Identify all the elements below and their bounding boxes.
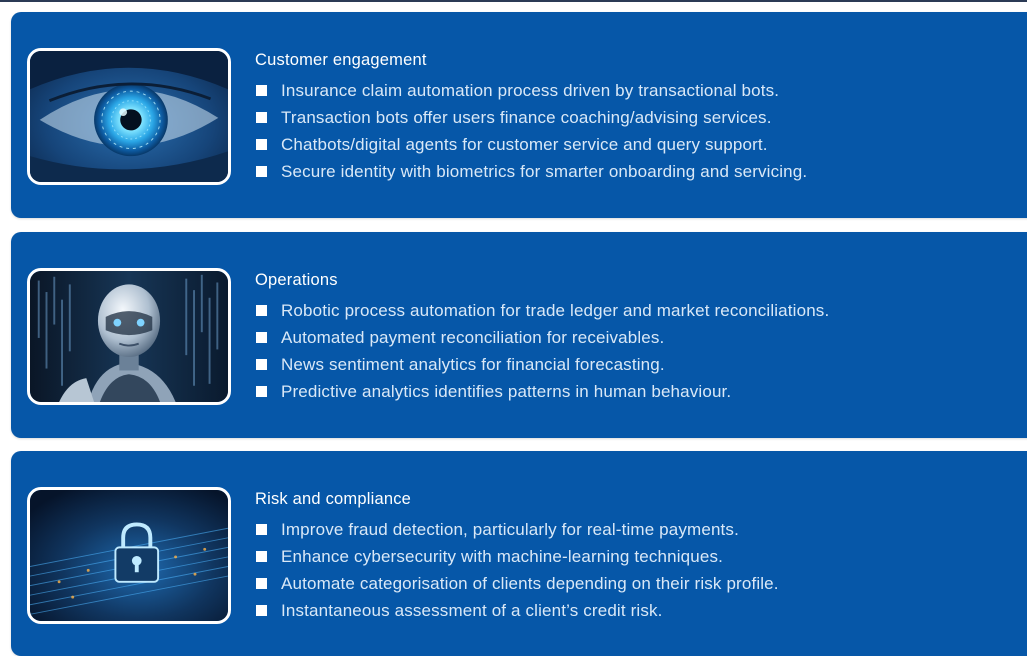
square-bullet-icon <box>256 305 267 316</box>
section-risk-and-compliance: Risk and compliance Improve fraud detect… <box>11 451 1027 656</box>
section-content: Operations Robotic process automation fo… <box>255 271 1027 405</box>
robot-image <box>27 268 231 405</box>
list-item-text: Insurance claim automation process drive… <box>281 81 780 100</box>
list-item-text: Enhance cybersecurity with machine-learn… <box>281 547 723 566</box>
list-item-text: Robotic process automation for trade led… <box>281 301 830 320</box>
list-item: Robotic process automation for trade led… <box>255 297 1027 324</box>
section-operations: Operations Robotic process automation fo… <box>11 232 1027 438</box>
section-content: Customer engagement Insurance claim auto… <box>255 51 1027 185</box>
top-rule <box>0 0 1027 2</box>
list-item: Improve fraud detection, particularly fo… <box>255 516 1027 543</box>
eye-tech-image <box>27 48 231 185</box>
square-bullet-icon <box>256 386 267 397</box>
square-bullet-icon <box>256 524 267 535</box>
list-item: Enhance cybersecurity with machine-learn… <box>255 543 1027 570</box>
list-item-text: Chatbots/digital agents for customer ser… <box>281 135 768 154</box>
section-heading: Risk and compliance <box>255 490 412 508</box>
square-bullet-icon <box>256 112 267 123</box>
padlock-circuit-image <box>27 487 231 624</box>
list-item: Secure identity with biometrics for smar… <box>255 158 1027 185</box>
list-item-text: Transaction bots offer users finance coa… <box>281 108 772 127</box>
list-item: Predictive analytics identifies patterns… <box>255 378 1027 405</box>
list-item-text: Improve fraud detection, particularly fo… <box>281 520 739 539</box>
list-item-text: Automated payment reconciliation for rec… <box>281 328 665 347</box>
list-item: Chatbots/digital agents for customer ser… <box>255 131 1027 158</box>
list-item: Insurance claim automation process drive… <box>255 77 1027 104</box>
list-item-text: News sentiment analytics for financial f… <box>281 355 665 374</box>
list-item: Instantaneous assessment of a client’s c… <box>255 597 1027 624</box>
square-bullet-icon <box>256 578 267 589</box>
list-item-text: Instantaneous assessment of a client’s c… <box>281 601 663 620</box>
square-bullet-icon <box>256 85 267 96</box>
list-item-text: Predictive analytics identifies patterns… <box>281 382 732 401</box>
square-bullet-icon <box>256 359 267 370</box>
section-heading: Customer engagement <box>255 51 427 69</box>
list-item: Transaction bots offer users finance coa… <box>255 104 1027 131</box>
square-bullet-icon <box>256 332 267 343</box>
list-item-text: Automate categorisation of clients depen… <box>281 574 779 593</box>
section-heading: Operations <box>255 271 338 289</box>
square-bullet-icon <box>256 139 267 150</box>
list-item: News sentiment analytics for financial f… <box>255 351 1027 378</box>
square-bullet-icon <box>256 551 267 562</box>
section-content: Risk and compliance Improve fraud detect… <box>255 490 1027 624</box>
bullet-list: Improve fraud detection, particularly fo… <box>255 516 1027 624</box>
list-item-text: Secure identity with biometrics for smar… <box>281 162 808 181</box>
section-customer-engagement: Customer engagement Insurance claim auto… <box>11 12 1027 218</box>
bullet-list: Robotic process automation for trade led… <box>255 297 1027 405</box>
list-item: Automate categorisation of clients depen… <box>255 570 1027 597</box>
square-bullet-icon <box>256 605 267 616</box>
square-bullet-icon <box>256 166 267 177</box>
list-item: Automated payment reconciliation for rec… <box>255 324 1027 351</box>
bullet-list: Insurance claim automation process drive… <box>255 77 1027 185</box>
